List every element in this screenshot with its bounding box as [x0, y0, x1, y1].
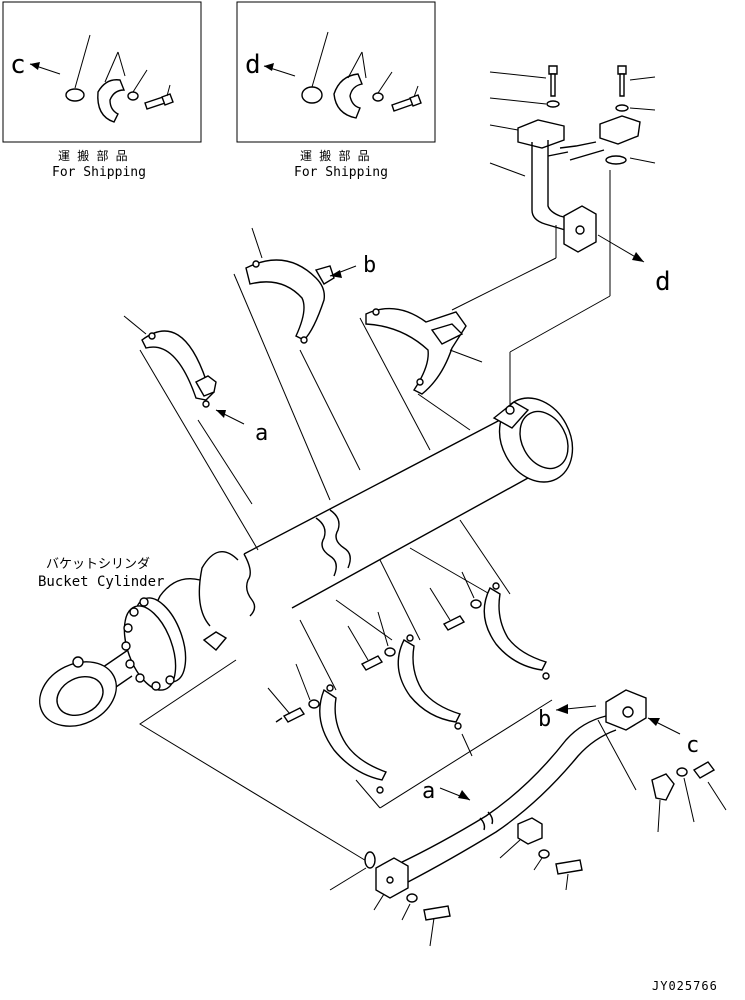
- shipping-left-callout: c: [10, 50, 26, 80]
- callout-a-upper: a: [255, 421, 268, 446]
- shipping-left-label-jp: 運 搬 部 品: [58, 148, 128, 163]
- flange-block-part: [599, 115, 641, 145]
- rod-port-block: [202, 631, 228, 651]
- shipping-right-label-jp: 運 搬 部 品: [300, 148, 370, 163]
- shipping-box-right: d 運 搬 部 品 For Shipping: [236, 1, 436, 180]
- flange-block-part: [517, 119, 565, 149]
- cylinder-label-jp: バケットシリンダ: [46, 557, 150, 572]
- clamp-upper-center: b: [245, 227, 376, 344]
- bucket-cylinder: バケットシリンダ Bucket Cylinder: [38, 397, 574, 727]
- callout-b-lower: b: [538, 707, 551, 732]
- gland-bolts: [121, 597, 175, 691]
- shipping-box-left: c 運 搬 部 品 For Shipping: [2, 1, 202, 180]
- bolt-part: [548, 65, 558, 75]
- split-flange-part: [97, 51, 126, 123]
- lower-clamps: [267, 571, 553, 809]
- clamp-upper-left: a: [123, 315, 268, 446]
- callout-c-lower: c: [686, 733, 699, 758]
- shipping-right-callout: d: [245, 50, 261, 80]
- cylinder-label-en: Bucket Cylinder: [38, 574, 164, 590]
- shipping-right-label-en: For Shipping: [294, 165, 388, 180]
- drawing-number: JY025766: [652, 979, 718, 993]
- bracket-upper-right: [365, 307, 483, 395]
- washer-part: [372, 92, 384, 102]
- lower-pipe-assembly: a b c: [139, 659, 727, 947]
- washer-part: [127, 91, 139, 101]
- shipping-left-label-en: For Shipping: [52, 165, 146, 180]
- upper-pipe-assembly: d: [451, 65, 671, 404]
- bolt-part: [617, 65, 627, 75]
- bolt-part: [391, 85, 422, 112]
- callout-a-lower: a: [422, 779, 435, 804]
- cap-part: [65, 88, 85, 102]
- cap-part: [301, 86, 323, 104]
- washer-part: [546, 100, 560, 108]
- callout-d-upper: d: [655, 267, 671, 297]
- callout-b-upper: b: [363, 253, 376, 278]
- split-flange-part: [333, 51, 367, 119]
- washer-part: [615, 104, 629, 112]
- bolt-part: [144, 84, 174, 110]
- o-ring-part: [605, 155, 627, 165]
